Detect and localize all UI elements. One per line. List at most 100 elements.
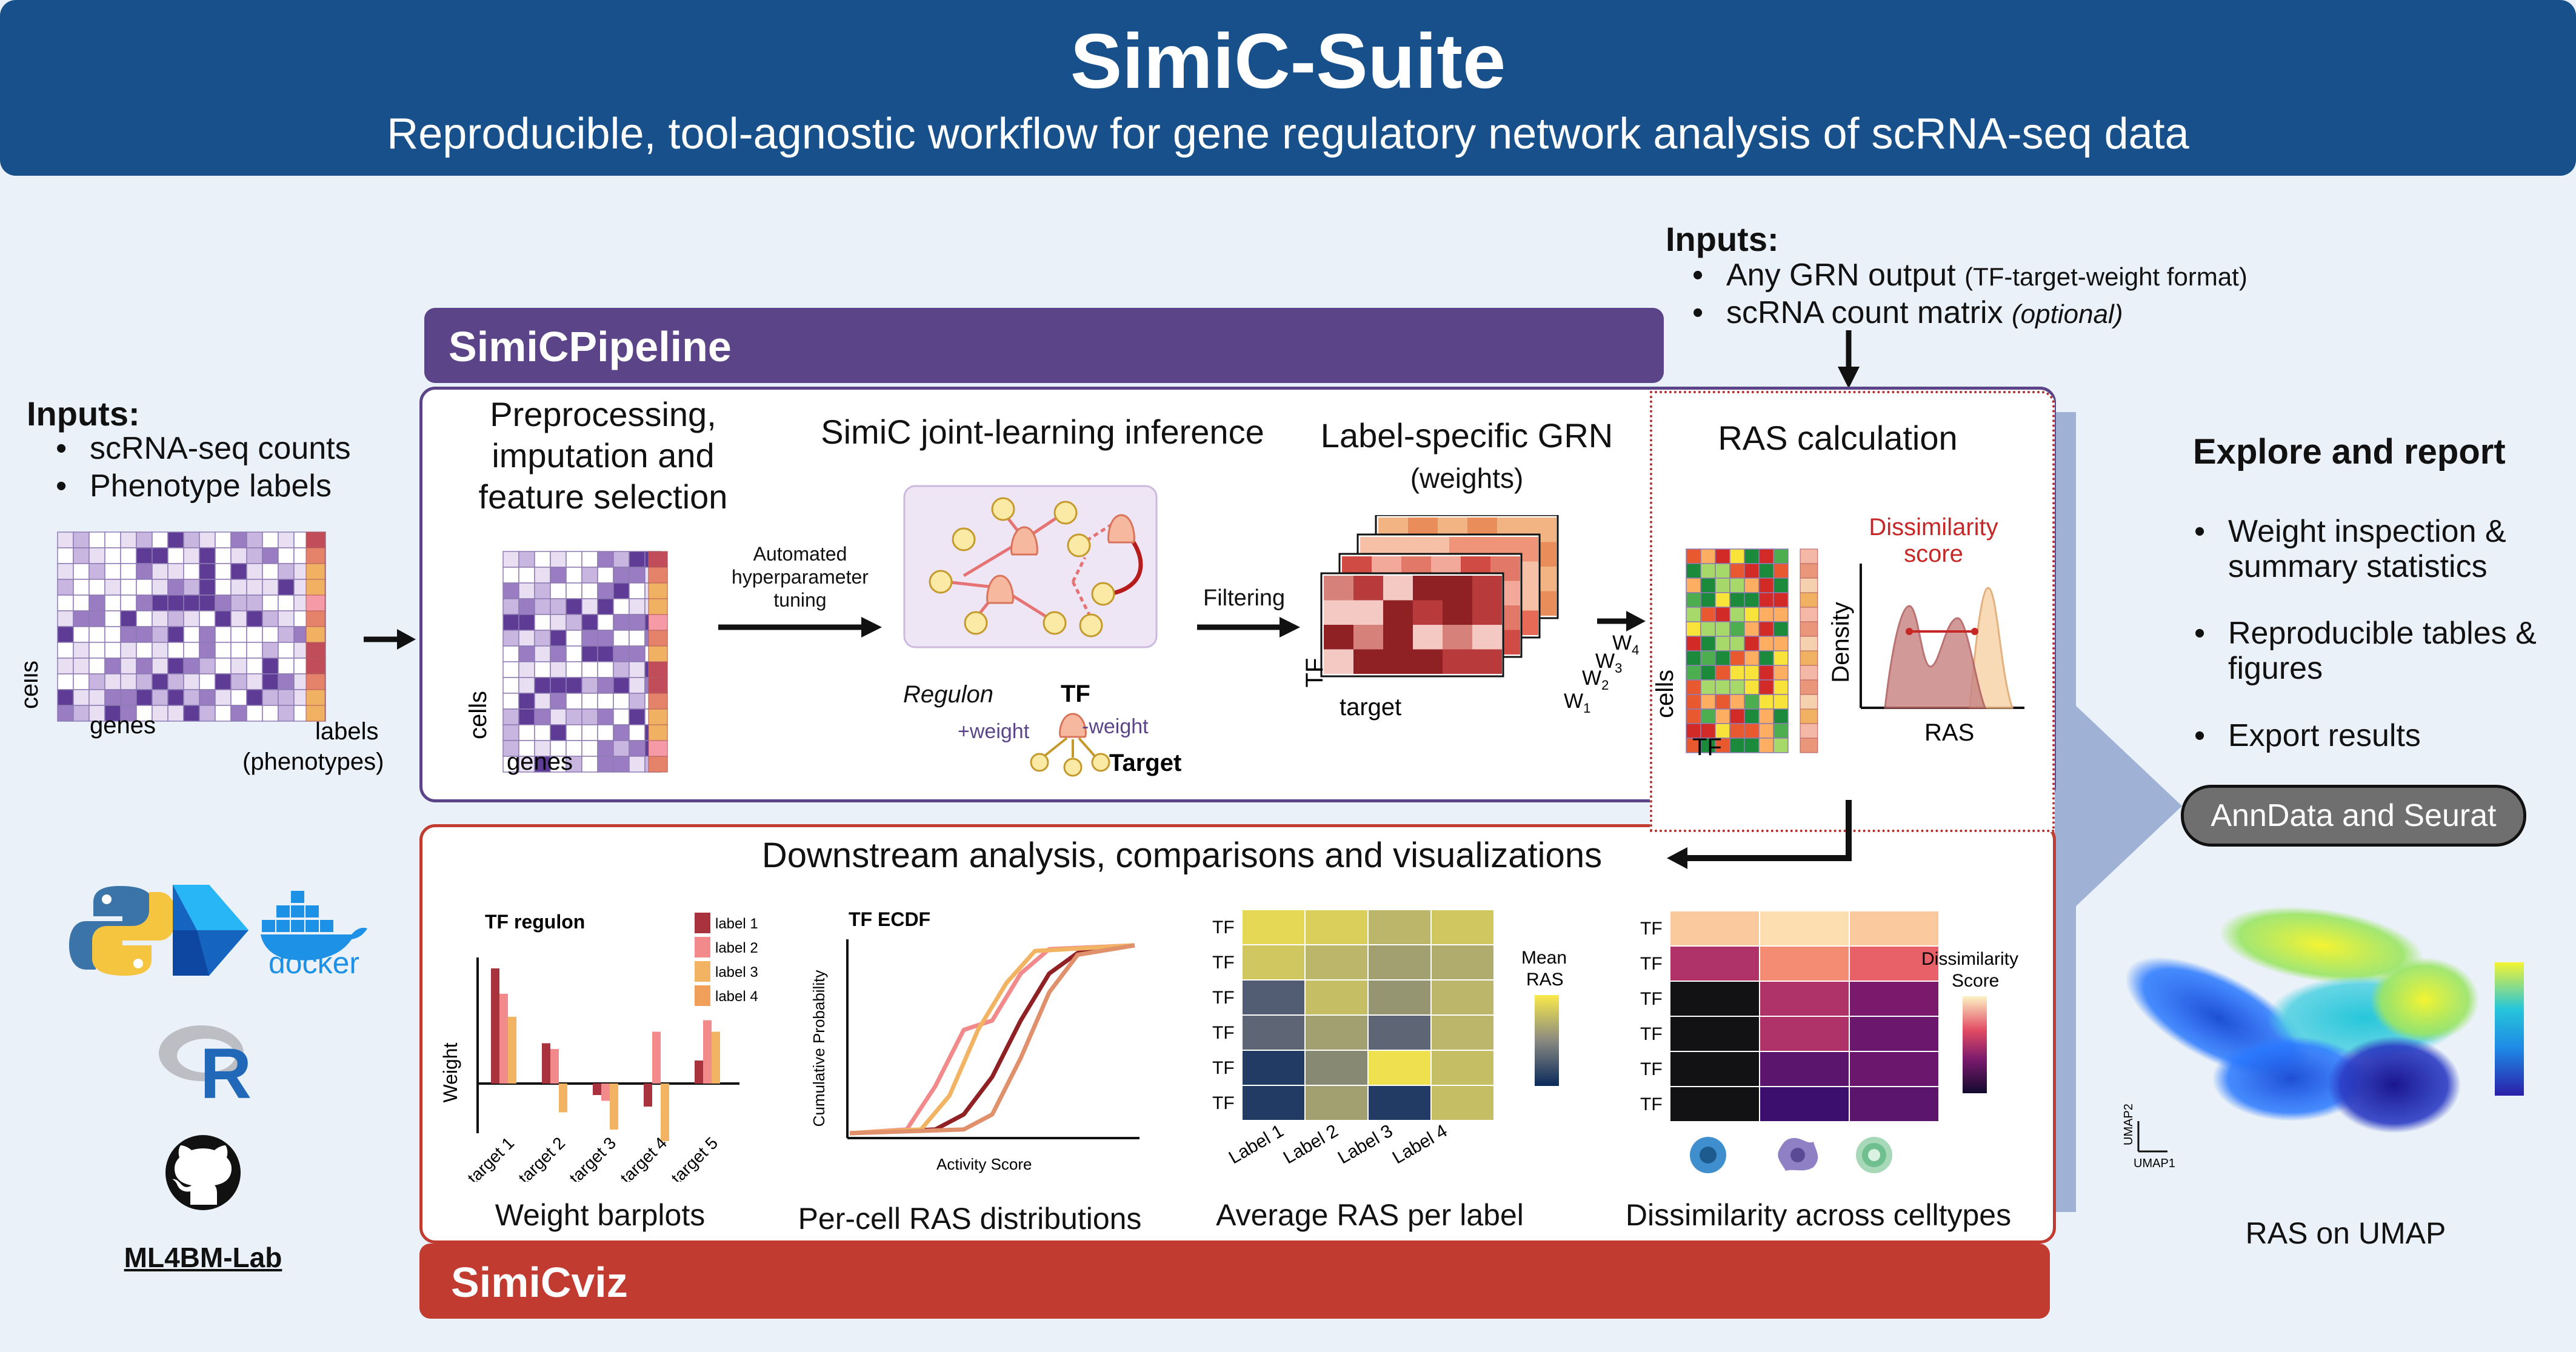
matrix-cell	[230, 673, 247, 690]
matrix-cell	[262, 563, 279, 580]
grn-cell	[1443, 625, 1472, 650]
phenotypes-axis-label: (phenotypes)	[242, 748, 384, 775]
matrix-cell	[597, 724, 614, 741]
matrix-cell	[550, 582, 567, 599]
legend-label: label 1	[715, 916, 758, 932]
matrix-cell	[167, 642, 184, 659]
matrix-cell	[1715, 738, 1730, 753]
matrix-cell	[1744, 592, 1760, 608]
matrix-cell	[502, 693, 519, 710]
label-cell	[648, 614, 668, 631]
matrix-cell	[104, 594, 121, 611]
preprocess-title: Preprocessing, imputation and feature se…	[458, 394, 749, 518]
matrix-cell	[1758, 650, 1774, 666]
grn-input-note: (TF-target-weight format)	[1964, 262, 2247, 291]
heat2-cell	[1850, 1052, 1938, 1086]
ecdf-plot: TF ECDF Cumulative Probability Activity …	[810, 908, 1140, 1173]
matrix-cell	[246, 531, 263, 548]
heat2-cell	[1760, 911, 1849, 945]
matrix-cell	[629, 598, 646, 615]
arrow-to-ras	[1597, 611, 1646, 631]
matrix-cell	[215, 626, 232, 643]
matrix-cell	[246, 705, 263, 722]
matrix-cell	[518, 630, 535, 647]
matrix-cell	[1715, 592, 1730, 608]
matrix-cell	[581, 630, 598, 647]
matrix-cell	[581, 708, 598, 725]
matrix-cell	[550, 677, 567, 694]
label-cell	[305, 658, 325, 674]
matrix-cell	[120, 642, 137, 659]
matrix-cell	[136, 673, 153, 690]
matrix-cell	[104, 673, 121, 690]
matrix-cell	[120, 547, 137, 564]
x-tick-label: target 5	[667, 1133, 721, 1182]
matrix-cell	[278, 579, 295, 596]
matrix-cell	[1700, 636, 1716, 651]
matrix-cell	[136, 658, 153, 674]
matrix-cell	[1744, 607, 1760, 622]
matrix-cell	[1758, 563, 1774, 579]
heat2-row-label: TF	[1640, 1094, 1663, 1114]
matrix-cell	[566, 661, 582, 678]
matrix-cell	[199, 579, 216, 596]
matrix-cell	[152, 689, 169, 706]
matrix-cell	[1715, 665, 1730, 681]
matrix-cell	[88, 594, 105, 611]
matrix-cell	[246, 594, 263, 611]
ecdf-line-2	[849, 943, 1135, 1136]
docker-icon: docker	[261, 891, 367, 976]
explore-heading: Explore and report	[2193, 432, 2506, 471]
heat1-row-label: TF	[1212, 953, 1235, 973]
matrix-cell	[1758, 738, 1774, 753]
explore-item-line: summary statistics	[2228, 549, 2488, 584]
matrix-cell	[57, 579, 74, 596]
anndata-seurat-pill[interactable]: AnnData and Seurat	[2181, 785, 2526, 847]
matrix-cell	[613, 756, 630, 773]
matrix-cell	[550, 598, 567, 615]
tuning-label-line: Automated	[753, 543, 847, 565]
matrix-cell	[104, 689, 121, 706]
heat2-legend-line2: Score	[1952, 971, 1999, 991]
labels-axis-label: labels	[315, 718, 379, 745]
grn-cell	[1324, 600, 1353, 625]
matrix-cell	[183, 547, 200, 564]
tuning-label-line: tuning	[773, 589, 827, 611]
matrix-cell	[246, 579, 263, 596]
umap1-label: UMAP1	[2134, 1157, 2175, 1170]
matrix-cell	[502, 708, 519, 725]
matrix-cell	[518, 740, 535, 757]
w-label-4: W4	[1612, 631, 1639, 658]
tuning-arrow	[718, 617, 882, 638]
heat2-colorbar	[1963, 996, 1987, 1093]
arrow-down-to-ras	[1838, 330, 1860, 388]
heat2-cell	[1670, 947, 1759, 981]
label-cell	[305, 610, 325, 627]
positive-weight-label: +weight	[958, 720, 1030, 743]
label-cell	[1800, 723, 1818, 739]
barplot-ylabel: Weight	[439, 1042, 461, 1102]
heat2-cell	[1670, 911, 1759, 945]
heat2-cell	[1850, 1017, 1938, 1051]
label-cell	[648, 582, 668, 599]
label-cell	[648, 645, 668, 662]
matrix-cell	[167, 579, 184, 596]
heat1-cell	[1432, 1051, 1493, 1085]
matrix-cell	[1700, 665, 1716, 681]
matrix-cell	[550, 567, 567, 584]
matrix-cell	[1700, 592, 1716, 608]
density-axis-label: Density	[1827, 602, 1854, 682]
negative-weight-label: -weight	[1082, 715, 1149, 738]
heat1-cell	[1306, 945, 1367, 979]
genes-axis-label: genes	[90, 712, 156, 739]
matrix-cell	[88, 563, 105, 580]
matrix-cell	[1773, 607, 1789, 622]
matrix-cell	[104, 642, 121, 659]
heat1-cell	[1243, 945, 1304, 979]
heat1-cell	[1243, 1086, 1304, 1120]
ecdf-xlabel: Activity Score	[936, 1155, 1032, 1173]
count-input-text: scRNA count matrix	[1726, 295, 2003, 330]
label-cell	[1800, 563, 1818, 579]
grn-cell	[1383, 576, 1413, 601]
heat1-cell	[1243, 1016, 1304, 1050]
